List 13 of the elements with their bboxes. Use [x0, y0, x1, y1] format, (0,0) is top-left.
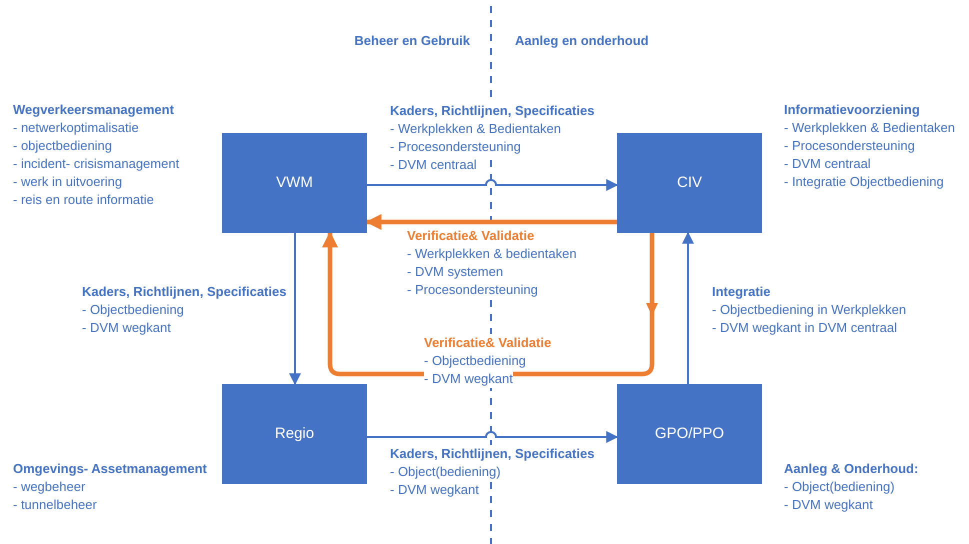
list-item: - Werkplekken & bedientaken: [407, 245, 577, 263]
list-item: - DVM systemen: [407, 263, 504, 281]
process-box: CIV: [617, 133, 762, 233]
section-heading: Kaders, Richtlijnen, Specificaties: [390, 102, 594, 120]
process-box: VWM: [222, 133, 367, 233]
list-item: - Procesondersteuning: [390, 138, 521, 156]
list-item: - DVM wegkant: [424, 370, 513, 388]
process-box: GPO/PPO: [617, 384, 762, 484]
section-heading: Kaders, Richtlijnen, Specificaties: [390, 445, 594, 463]
list-item: - Werkplekken & Bedientaken: [390, 120, 562, 138]
section-heading: Verificatie& Validatie: [424, 334, 552, 352]
section-heading: Verificatie& Validatie: [407, 227, 534, 245]
process-box: Regio: [222, 384, 367, 484]
